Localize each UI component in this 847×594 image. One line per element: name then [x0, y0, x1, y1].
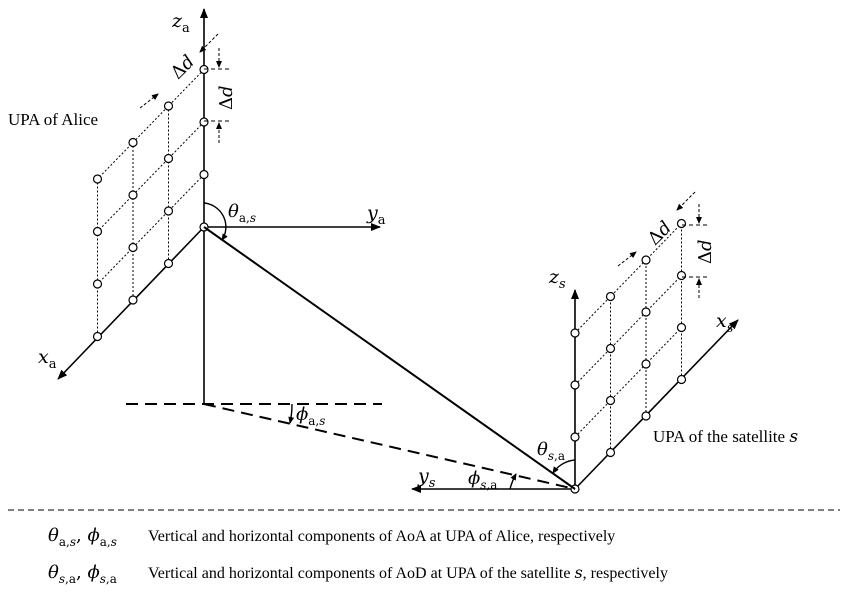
- alice-antenna-element: [128, 137, 138, 148]
- alice-grid-line: [97, 174, 205, 285]
- alice-antenna-element: [163, 206, 174, 216]
- alice-antenna-element: [92, 226, 103, 237]
- alice-antenna-element: [128, 295, 138, 305]
- satellite-antenna-element: [676, 374, 687, 385]
- z-a-label: za: [171, 10, 190, 36]
- satellite-antenna-element: [641, 255, 651, 265]
- theta-as-arc: [203, 202, 228, 241]
- x-a-label: xa: [38, 346, 57, 372]
- satellite-antenna-element: [605, 291, 616, 302]
- y-a-label: ya: [366, 202, 386, 228]
- alice-antenna-element: [163, 153, 174, 164]
- legend: θa,s, ϕa,s Vertical and horizontal compo…: [48, 525, 668, 586]
- alice-antenna-element: [92, 331, 103, 342]
- alice-antenna-element: [199, 169, 209, 180]
- alice-antenna-element: [163, 258, 174, 269]
- satellite-antenna-element: [641, 359, 651, 369]
- z-s-label: zs: [548, 266, 566, 292]
- legend-row-2-text: Vertical and horizontal components of Ao…: [148, 563, 668, 582]
- satellite-grid-line: [574, 275, 682, 386]
- satellite-array-grid: [570, 218, 687, 494]
- alice-array-grid: [92, 64, 209, 342]
- satellite-antenna-element: [605, 343, 616, 354]
- satellite-antenna-element: [570, 328, 580, 338]
- satellite-delta-d-vertical: Δd: [695, 239, 716, 264]
- theta-sa-arc: [552, 459, 576, 474]
- legend-row-1-symbols: θa,s, ϕa,s: [48, 525, 117, 549]
- alice-spacing-markers: [139, 33, 230, 143]
- satellite-antenna-element: [605, 447, 616, 458]
- horizontal-projection-dashed: [203, 403, 576, 490]
- satellite-x-axis: [574, 319, 739, 490]
- phi-as-arc: [288, 403, 295, 424]
- satellite-antenna-element: [641, 307, 651, 317]
- alice-axes: [57, 8, 381, 404]
- alice-antenna-element: [92, 174, 103, 184]
- satellite-antenna-element: [641, 411, 651, 421]
- satellite-grid-line: [574, 327, 682, 438]
- satellite-grid-line: [574, 223, 682, 334]
- legend-row-2-symbols: θs,a, ϕs,a: [48, 562, 117, 586]
- line-of-sight-link: [203, 226, 576, 490]
- satellite-antenna-element: [605, 395, 616, 406]
- phi-as-label: ϕa,s: [296, 404, 325, 428]
- theta-sa-label: θs,a: [537, 439, 565, 463]
- alice-array-label: UPA of Alice: [8, 110, 98, 129]
- x-s-label: xs: [716, 310, 734, 336]
- satellite-antenna-element: [676, 322, 687, 333]
- alice-delta-d-horizontal: Δd: [167, 51, 199, 83]
- alice-delta-d-vertical: Δd: [216, 85, 237, 110]
- alice-antenna-element: [128, 190, 138, 200]
- satellite-antenna-element: [570, 432, 580, 442]
- satellite-antenna-element: [570, 380, 580, 390]
- alice-antenna-element: [128, 242, 138, 253]
- satellite-antenna-element: [676, 218, 687, 229]
- alice-grid-line: [97, 121, 205, 232]
- satellite-array-label: UPA of the satellite s: [653, 427, 798, 447]
- alice-antenna-element: [199, 117, 209, 127]
- satellite-spacing-markers: [617, 191, 708, 298]
- phi-sa-arc: [509, 473, 517, 490]
- y-s-label: ys: [417, 465, 436, 491]
- alice-grid-line: [97, 69, 205, 180]
- alice-antenna-element: [163, 101, 174, 111]
- theta-as-label: θa,s: [228, 201, 256, 225]
- alice-antenna-element: [92, 279, 103, 289]
- satellite-delta-d-horizontal: Δd: [644, 217, 676, 249]
- legend-row-1-text: Vertical and horizontal components of Ao…: [148, 528, 615, 545]
- satellite-antenna-element: [676, 270, 687, 281]
- phi-sa-label: ϕs,a: [468, 468, 497, 492]
